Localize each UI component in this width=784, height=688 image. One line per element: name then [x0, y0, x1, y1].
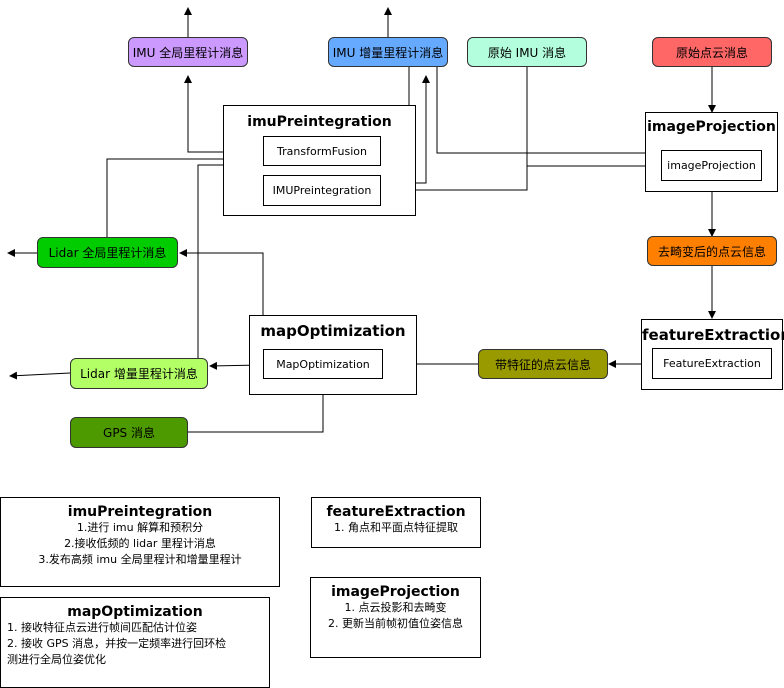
node-image-projection[interactable]: imageProjection: [661, 150, 762, 181]
note-map-optimization-line-2: 2. 接收 GPS 消息，并按一定频率进行回环检: [7, 637, 227, 650]
msg-lidar-global-odom[interactable]: Lidar 全局里程计消息: [37, 237, 178, 268]
note-image-projection: imageProjection 1. 点云投影和去畸变 2. 更新当前帧初值位姿…: [310, 577, 481, 658]
note-imu-preintegration-line-2: 2.接收低频的 lidar 里程计消息: [64, 537, 216, 550]
note-map-optimization: mapOptimization 1. 接收特征点云进行帧间匹配估计位姿 2. 接…: [0, 597, 270, 688]
msg-deskewed-cloud[interactable]: 去畸变后的点云信息: [647, 236, 777, 266]
note-imu-preintegration-line-3: 3.发布高频 imu 全局里程计和增量里程计: [38, 553, 242, 566]
msg-imu-global-odom[interactable]: IMU 全局里程计消息: [128, 37, 248, 67]
module-feature-extraction-title: featureExtraction: [642, 326, 784, 344]
msg-lidar-incremental-odom[interactable]: Lidar 增量里程计消息: [70, 358, 208, 389]
note-feature-extraction-line-1: 1. 角点和平面点特征提取: [334, 521, 458, 534]
note-imu-preintegration: imuPreintegration 1.进行 imu 解算和预积分 2.接收低频…: [0, 497, 280, 587]
note-map-optimization-line-1: 1. 接收特征点云进行帧间匹配估计位姿: [7, 621, 197, 634]
edge-raw-imu-to-imupreintegration: [381, 67, 528, 194]
msg-gps[interactable]: GPS 消息: [70, 417, 188, 448]
edge-imu-incremental-to-imageprojection: [436, 67, 662, 157]
node-transform-fusion[interactable]: TransformFusion: [263, 136, 381, 166]
msg-raw-imu[interactable]: 原始 IMU 消息: [467, 37, 587, 67]
note-image-projection-line-1: 1. 点云投影和去畸变: [344, 601, 447, 614]
note-feature-extraction-title: featureExtraction: [326, 504, 466, 520]
note-feature-extraction: featureExtraction 1. 角点和平面点特征提取: [311, 497, 481, 548]
msg-feature-cloud[interactable]: 带特征的点云信息: [478, 349, 608, 379]
edge-lidar-global-to-transformfusion: [106, 155, 264, 237]
node-imu-preintegration[interactable]: IMUPreintegration: [263, 175, 381, 206]
node-feature-extraction[interactable]: FeatureExtraction: [652, 348, 772, 379]
note-map-optimization-title: mapOptimization: [67, 604, 203, 620]
edge-mapoptimization-to-lidar-global: [179, 249, 264, 315]
msg-raw-pointcloud[interactable]: 原始点云消息: [652, 37, 772, 67]
note-imu-preintegration-line-1: 1.进行 imu 解算和预积分: [76, 521, 204, 534]
module-image-projection-title: imageProjection: [647, 119, 776, 135]
module-map-optimization-title: mapOptimization: [260, 322, 406, 340]
node-map-optimization[interactable]: MapOptimization: [263, 349, 383, 379]
note-map-optimization-line-3: 测进行全局位姿优化: [7, 653, 106, 666]
note-image-projection-line-2: 2. 更新当前帧初值位姿信息: [328, 617, 463, 630]
edge-gps-to-mapoptimization: [188, 381, 327, 433]
edge-lidar-incremental-out: [9, 371, 71, 380]
msg-imu-incremental-odom[interactable]: IMU 增量里程计消息: [328, 37, 448, 67]
module-imu-preintegration-title: imuPreintegration: [247, 114, 392, 130]
note-imu-preintegration-title: imuPreintegration: [67, 504, 213, 520]
note-image-projection-title: imageProjection: [331, 584, 460, 600]
